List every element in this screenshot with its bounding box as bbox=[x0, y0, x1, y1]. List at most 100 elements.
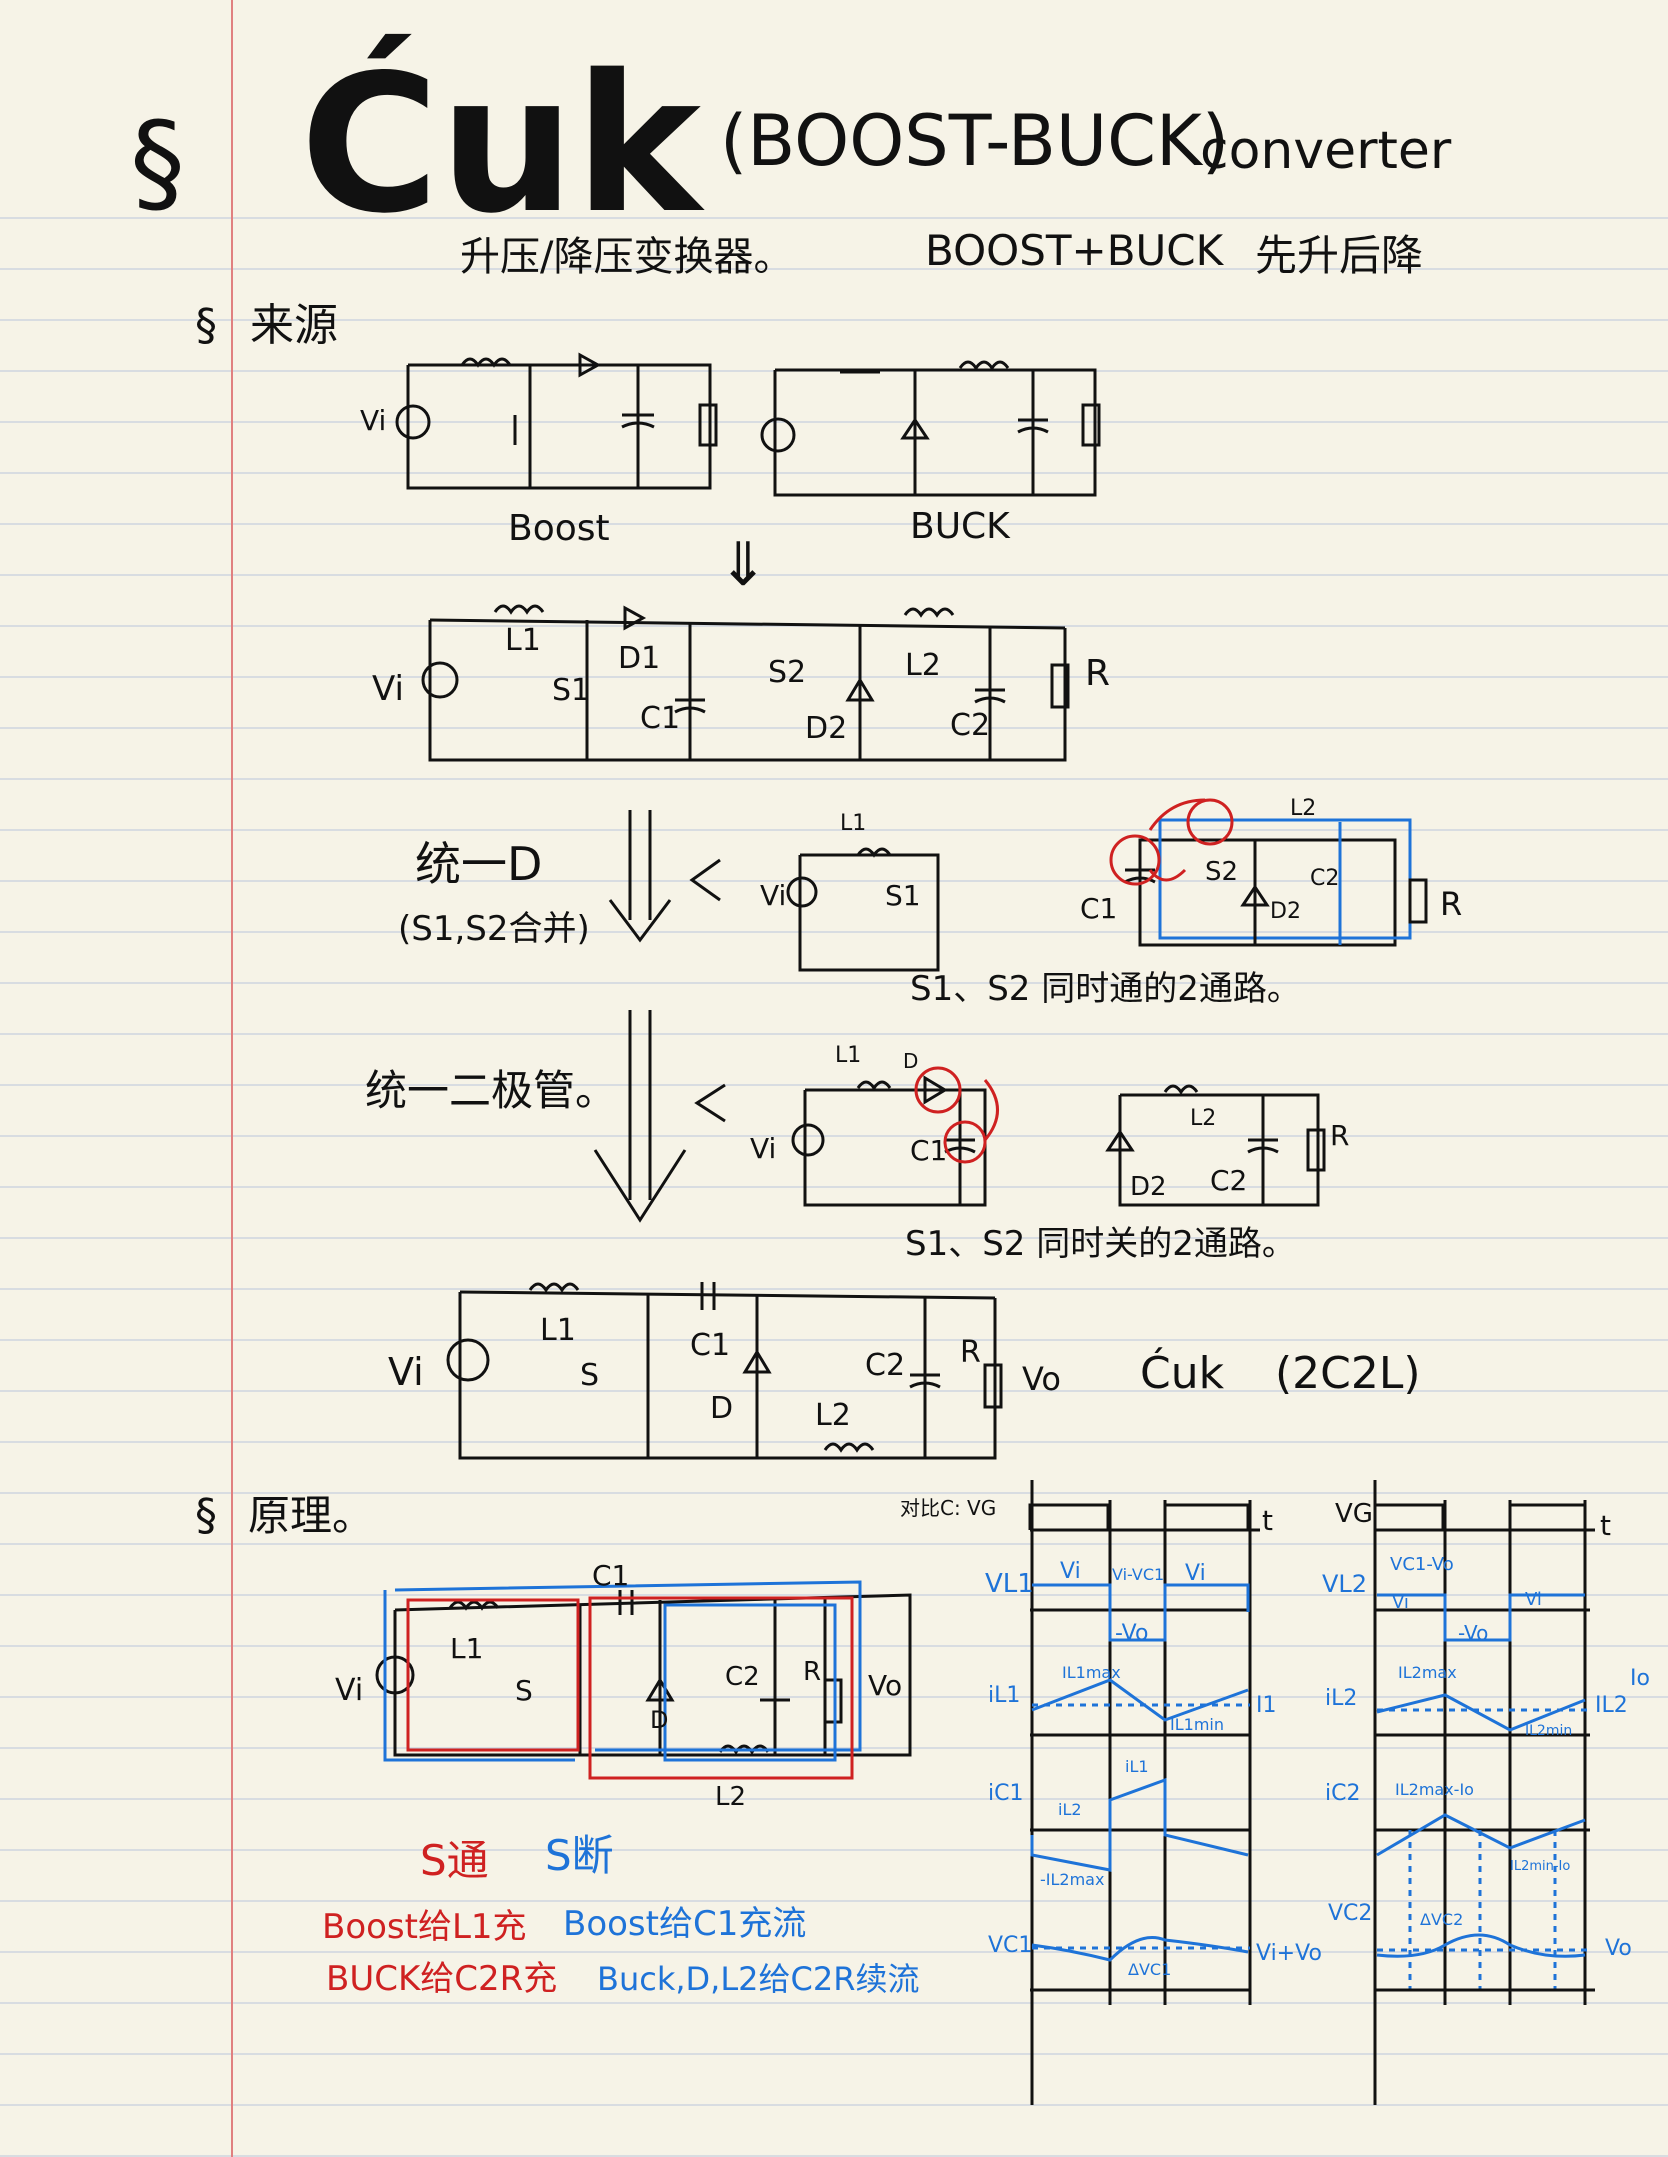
svg-text:Vi: Vi bbox=[335, 1673, 363, 1708]
step1-label: 统一D bbox=[415, 837, 542, 891]
svg-text:t: t bbox=[1600, 1509, 1611, 1542]
heading-title: Ćuk bbox=[300, 33, 705, 255]
svg-text:Vi: Vi bbox=[372, 669, 404, 709]
svg-text:VG: VG bbox=[1335, 1499, 1373, 1529]
svg-text:C1: C1 bbox=[690, 1328, 730, 1363]
svg-text:Boost给L1充: Boost给L1充 bbox=[322, 1907, 527, 1947]
svg-text:L1: L1 bbox=[835, 1043, 861, 1068]
ruled-lines bbox=[0, 217, 1668, 2157]
svg-text:L1: L1 bbox=[450, 1632, 483, 1665]
step1-left-circuit bbox=[786, 847, 940, 972]
svg-text:iC2: iC2 bbox=[1325, 1781, 1360, 1806]
svg-text:L1: L1 bbox=[540, 1313, 576, 1348]
svg-text:L2: L2 bbox=[1190, 1106, 1216, 1131]
svg-text:Vi: Vi bbox=[760, 879, 786, 912]
svg-text:Vi: Vi bbox=[1185, 1561, 1206, 1586]
svg-text:D1: D1 bbox=[618, 641, 660, 676]
svg-text:R: R bbox=[1330, 1119, 1349, 1152]
svg-text:IL2: IL2 bbox=[1595, 1693, 1628, 1718]
boost-circuit bbox=[395, 352, 718, 490]
svg-text:VL2: VL2 bbox=[1322, 1570, 1367, 1598]
heading-line2-boostbuck: BOOST+BUCK bbox=[925, 226, 1225, 275]
svg-text:C2: C2 bbox=[725, 1662, 760, 1692]
svg-text:D: D bbox=[710, 1391, 733, 1426]
svg-text:Boost给C1充流: Boost给C1充流 bbox=[563, 1904, 806, 1944]
svg-text:Vi: Vi bbox=[1392, 1592, 1409, 1613]
svg-text:IL1max: IL1max bbox=[1062, 1663, 1121, 1682]
svg-text:ΔVC2: ΔVC2 bbox=[1420, 1910, 1463, 1929]
svg-text:iL2: iL2 bbox=[1325, 1686, 1357, 1711]
svg-text:D2: D2 bbox=[1130, 1172, 1167, 1202]
svg-text:D: D bbox=[650, 1706, 668, 1734]
svg-text:R: R bbox=[1440, 885, 1462, 923]
step1-arrow bbox=[608, 810, 721, 943]
heading-suffix: converter bbox=[1200, 121, 1452, 181]
svg-text:L1: L1 bbox=[840, 811, 866, 836]
principle-section-label: 原理。 bbox=[248, 1491, 374, 1540]
svg-text:IL2max-Io: IL2max-Io bbox=[1395, 1780, 1474, 1799]
principle-circuit bbox=[375, 1580, 912, 1780]
svg-text:C2: C2 bbox=[950, 708, 990, 743]
step2-caption: S1、S2 同时关的2通路。 bbox=[905, 1224, 1296, 1264]
svg-text:VC1: VC1 bbox=[988, 1933, 1032, 1958]
svg-text:S断: S断 bbox=[545, 1831, 614, 1880]
waveforms-right bbox=[1373, 1480, 1595, 2105]
svg-text:iC1: iC1 bbox=[988, 1781, 1023, 1806]
step2-arrow bbox=[593, 1010, 726, 1223]
svg-text:Vi+Vo: Vi+Vo bbox=[1256, 1941, 1322, 1966]
svg-text:R: R bbox=[1085, 653, 1110, 694]
boost-label: Boost bbox=[508, 508, 610, 549]
svg-text:C2: C2 bbox=[1210, 1164, 1247, 1197]
boost-vi-label: Vi bbox=[360, 404, 386, 437]
svg-text:S: S bbox=[580, 1358, 599, 1393]
svg-text:S: S bbox=[515, 1674, 533, 1707]
principle-section-mark: § bbox=[195, 1490, 217, 1541]
source-section-label: 来源 bbox=[250, 300, 338, 351]
svg-text:Vo: Vo bbox=[868, 1669, 902, 1702]
svg-text:L2: L2 bbox=[905, 648, 941, 683]
waveforms-left bbox=[1028, 1480, 1260, 2105]
svg-text:Vi-VC1: Vi-VC1 bbox=[1112, 1565, 1164, 1584]
svg-text:D2: D2 bbox=[805, 711, 847, 746]
svg-text:S1: S1 bbox=[552, 673, 590, 708]
source-section-mark: § bbox=[195, 300, 217, 351]
step1-caption: S1、S2 同时通的2通路。 bbox=[910, 969, 1301, 1009]
svg-text:iL1: iL1 bbox=[1125, 1757, 1149, 1776]
waveforms-right-labels: VG t VL2 VC1-Vo Vi -Vo Vi iL2 IL2max IL2… bbox=[1322, 1499, 1650, 1961]
svg-text:R: R bbox=[960, 1335, 981, 1370]
svg-text:Io: Io bbox=[1630, 1666, 1650, 1691]
svg-text:-Vo: -Vo bbox=[1115, 1621, 1148, 1646]
heading-line2-order: 先升后降 bbox=[1255, 231, 1423, 280]
svg-text:L1: L1 bbox=[505, 623, 541, 658]
svg-text:L2: L2 bbox=[715, 1782, 746, 1812]
svg-text:Vi: Vi bbox=[1060, 1559, 1081, 1584]
svg-text:VL1: VL1 bbox=[985, 1569, 1034, 1599]
svg-text:iL1: iL1 bbox=[988, 1683, 1020, 1708]
buck-circuit bbox=[760, 360, 1101, 497]
combined-circuit bbox=[421, 604, 1070, 762]
svg-text:L2: L2 bbox=[1290, 796, 1316, 821]
down-arrow-1: ⇓ bbox=[718, 530, 768, 600]
svg-text:C1: C1 bbox=[1080, 892, 1117, 925]
svg-text:对比C: VG: 对比C: VG bbox=[900, 1496, 996, 1520]
step2-label: 统一二极管。 bbox=[365, 1066, 617, 1115]
svg-text:C1: C1 bbox=[640, 701, 680, 736]
step2-right-circuit bbox=[1105, 1084, 1326, 1207]
svg-text:C2: C2 bbox=[1310, 866, 1339, 891]
svg-text:I1: I1 bbox=[1256, 1693, 1277, 1718]
final-cuk-name: Ćuk bbox=[1140, 1346, 1225, 1399]
heading-subtitle: (BOOST-BUCK) bbox=[720, 100, 1229, 182]
principle-legend: S通 S断 Boost给L1充 BUCK给C2R充 Boost给C1充流 Buc… bbox=[322, 1831, 919, 1999]
svg-text:Buck,D,L2给C2R续流: Buck,D,L2给C2R续流 bbox=[597, 1960, 919, 1998]
svg-text:Vi: Vi bbox=[388, 1350, 424, 1394]
step1-right-circuit bbox=[1109, 798, 1428, 947]
svg-text:S2: S2 bbox=[1205, 857, 1238, 887]
svg-text:S2: S2 bbox=[768, 655, 806, 690]
final-cuk-circuit bbox=[446, 1282, 1003, 1460]
svg-text:D: D bbox=[903, 1049, 918, 1073]
svg-text:VC1-Vo: VC1-Vo bbox=[1390, 1554, 1454, 1575]
step1-note: (S1,S2合并) bbox=[398, 909, 590, 949]
svg-text:iL2: iL2 bbox=[1058, 1800, 1082, 1819]
svg-text:D2: D2 bbox=[1270, 899, 1301, 924]
